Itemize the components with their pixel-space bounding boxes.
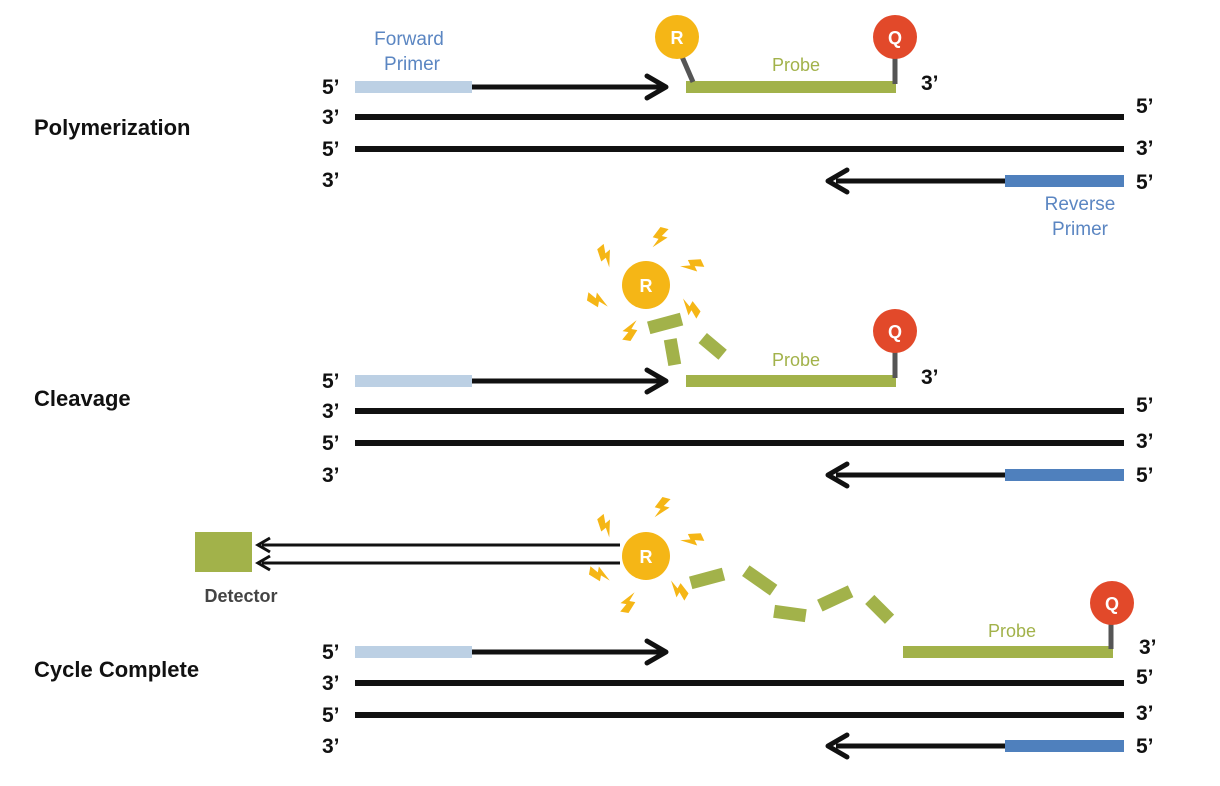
arrow-left-icon (255, 536, 271, 554)
spark-icon (679, 528, 705, 552)
probe-fragment (663, 338, 682, 367)
strand-end-label: 5’ (1136, 464, 1154, 487)
strand-end-label: 3’ (322, 464, 340, 487)
arrow-left-icon (825, 732, 850, 760)
stage-label-cycle-complete: Cycle Complete (34, 657, 199, 682)
arrow-left-icon (825, 167, 850, 195)
stage-cycle-complete: Cycle Complete Detector R (34, 495, 1157, 760)
detector-square-icon (195, 532, 252, 572)
spark-icon (586, 291, 610, 309)
quencher-circle-icon (873, 15, 917, 59)
spark-icon (677, 296, 703, 320)
spark-icon (650, 225, 670, 251)
quencher-label: Q (888, 322, 902, 342)
arrow-right-icon (644, 638, 669, 666)
probe-label: Probe (772, 350, 820, 370)
forward-primer (355, 375, 472, 387)
arrow-right-icon (644, 367, 669, 395)
strand-end-label: 3’ (921, 72, 939, 95)
arrow-right-icon (644, 73, 669, 101)
stage-polymerization: Polymerization Forward Primer 5’ Probe R… (34, 15, 1154, 240)
spark-icon (665, 578, 691, 602)
probe (903, 646, 1113, 658)
strand-end-label: 5’ (1136, 95, 1154, 118)
strand-end-label: 3’ (322, 735, 340, 758)
reverse-primer-label: Reverse (1045, 194, 1116, 215)
arrow-left-icon (255, 554, 271, 572)
spark-icon (588, 565, 612, 583)
probe-label: Probe (988, 621, 1036, 641)
quencher-label: Q (1105, 594, 1119, 614)
strand-end-label: 3’ (322, 106, 340, 129)
probe-label: Probe (772, 55, 820, 75)
forward-primer-label: Forward (374, 29, 444, 50)
arrow-left-icon (825, 461, 850, 489)
strand-end-label: 3’ (322, 400, 340, 423)
reporter-circle-icon (622, 532, 670, 580)
reverse-primer (1005, 740, 1124, 752)
strand-end-label: 5’ (322, 138, 340, 161)
stage-label-polymerization: Polymerization (34, 115, 190, 140)
forward-primer-label: Primer (384, 54, 441, 75)
strand-end-label: 3’ (322, 672, 340, 695)
reporter-label: R (640, 276, 653, 296)
reverse-primer (1005, 469, 1124, 481)
strand-end-label: 5’ (322, 76, 340, 99)
spark-icon (593, 513, 619, 539)
spark-icon (679, 254, 705, 278)
strand-end-label: 3’ (1136, 430, 1154, 453)
spark-icon (619, 590, 637, 614)
spark-icon (652, 495, 672, 521)
probe (686, 81, 896, 93)
probe-fragment (698, 333, 727, 360)
strand-end-label: 3’ (322, 169, 340, 192)
quencher-circle-icon (1090, 581, 1134, 625)
quencher-circle-icon (873, 309, 917, 353)
spark-icon (621, 318, 639, 342)
strand-end-label: 3’ (1136, 702, 1154, 725)
probe-fragment (865, 594, 895, 624)
detector-label: Detector (204, 586, 277, 606)
strand-end-label: 5’ (1136, 735, 1154, 758)
probe-fragment (647, 312, 684, 335)
probe-fragment (689, 567, 726, 590)
probe-fragments (647, 312, 727, 367)
strand-end-label: 3’ (921, 366, 939, 389)
reverse-primer-label: Primer (1052, 219, 1109, 240)
quencher-label: Q (888, 28, 902, 48)
stage-cleavage: Cleavage R 5’ Probe Q 3’ 3’ (34, 225, 1154, 489)
strand-end-label: 5’ (322, 641, 340, 664)
strand-end-label: 5’ (1136, 666, 1154, 689)
strand-end-label: 5’ (1136, 171, 1154, 194)
probe-fragments (689, 565, 895, 624)
reporter-circle-icon (622, 261, 670, 309)
reverse-primer (1005, 175, 1124, 187)
reporter-circle-icon (655, 15, 699, 59)
probe (686, 375, 896, 387)
forward-primer (355, 81, 472, 93)
probe-fragment (742, 565, 778, 596)
spark-icon (593, 243, 619, 269)
reporter-label: R (640, 547, 653, 567)
strand-end-label: 5’ (322, 370, 340, 393)
stage-label-cleavage: Cleavage (34, 386, 131, 411)
strand-end-label: 5’ (1136, 394, 1154, 417)
probe-fragment (817, 585, 854, 612)
reporter-label: R (671, 28, 684, 48)
strand-end-label: 5’ (322, 432, 340, 455)
strand-end-label: 5’ (322, 704, 340, 727)
strand-end-label: 3’ (1139, 636, 1157, 659)
probe-fragment (773, 604, 807, 623)
forward-primer (355, 646, 472, 658)
strand-end-label: 3’ (1136, 137, 1154, 160)
